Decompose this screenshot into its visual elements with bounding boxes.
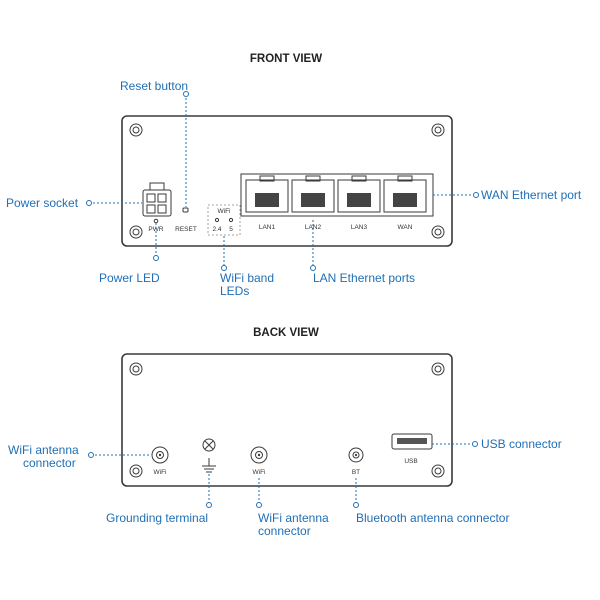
lan3-label: LAN3 (351, 224, 368, 231)
back-view-title: BACK VIEW (253, 327, 319, 339)
lan2-label: LAN2 (305, 224, 322, 231)
usb-label: USB (404, 458, 417, 465)
wifi-5-led-icon (228, 217, 234, 223)
front-case (121, 115, 453, 247)
wifi-24-label: 2.4 (212, 226, 221, 233)
usb-port-icon (391, 433, 433, 450)
pwr-label: PWR (148, 226, 163, 233)
wan-port-callout: WAN Ethernet port (481, 188, 582, 202)
front-view-title: FRONT VIEW (250, 53, 322, 65)
wifi-band-leds-callout-line1: WiFi band (220, 271, 274, 285)
wifi-antenna-bottom-callout-line2: connector (258, 524, 311, 538)
reset-label: RESET (175, 226, 197, 233)
wifi-antenna-left-callout-line2: connector (23, 456, 76, 470)
wan-label: WAN (398, 224, 413, 231)
bluetooth-antenna-icon (348, 447, 364, 463)
back-screws (129, 362, 445, 478)
usb-connector-callout: USB connector (481, 437, 562, 451)
wifi-led-title: WiFi (218, 208, 231, 215)
back-panel: WiFi WiFi BT USB (121, 353, 453, 487)
back-leaders (88, 441, 478, 508)
lan1-port-icon (245, 175, 289, 213)
bluetooth-antenna-callout: Bluetooth antenna connector (356, 511, 509, 525)
power-led-icon (153, 218, 159, 224)
back-case (121, 353, 453, 487)
wifi-left-label: WiFi (154, 469, 167, 476)
lan-ports-callout: LAN Ethernet ports (313, 271, 415, 285)
lan1-label: LAN1 (259, 224, 276, 231)
wifi-led-group-box (207, 204, 241, 236)
wan-port-icon (383, 175, 427, 213)
wifi-24-led-icon (214, 217, 220, 223)
power-socket-icon (142, 182, 172, 217)
power-socket-callout: Power socket (6, 196, 79, 210)
wifi-antenna-left-callout-line1: WiFi antenna (8, 443, 79, 457)
lan2-port-icon (291, 175, 335, 213)
wifi-antenna-right-icon (250, 446, 268, 464)
front-leaders (86, 91, 479, 271)
grounding-terminal-icon (202, 438, 216, 473)
reset-button-callout: Reset button (120, 79, 188, 93)
wifi-band-leds-callout-line2: LEDs (220, 284, 249, 298)
wifi-5-label: 5 (229, 226, 233, 233)
wifi-right-label: WiFi (253, 469, 266, 476)
lan3-port-icon (337, 175, 381, 213)
front-panel: PWR RESET WiFi 2.4 5 (121, 115, 453, 247)
wifi-antenna-bottom-callout-line1: WiFi antenna (258, 511, 329, 525)
wifi-antenna-left-icon (151, 446, 169, 464)
reset-button-icon (182, 207, 189, 213)
front-screws (129, 123, 445, 239)
grounding-terminal-callout: Grounding terminal (106, 511, 208, 525)
bt-label: BT (352, 469, 360, 476)
power-led-callout: Power LED (99, 271, 160, 285)
